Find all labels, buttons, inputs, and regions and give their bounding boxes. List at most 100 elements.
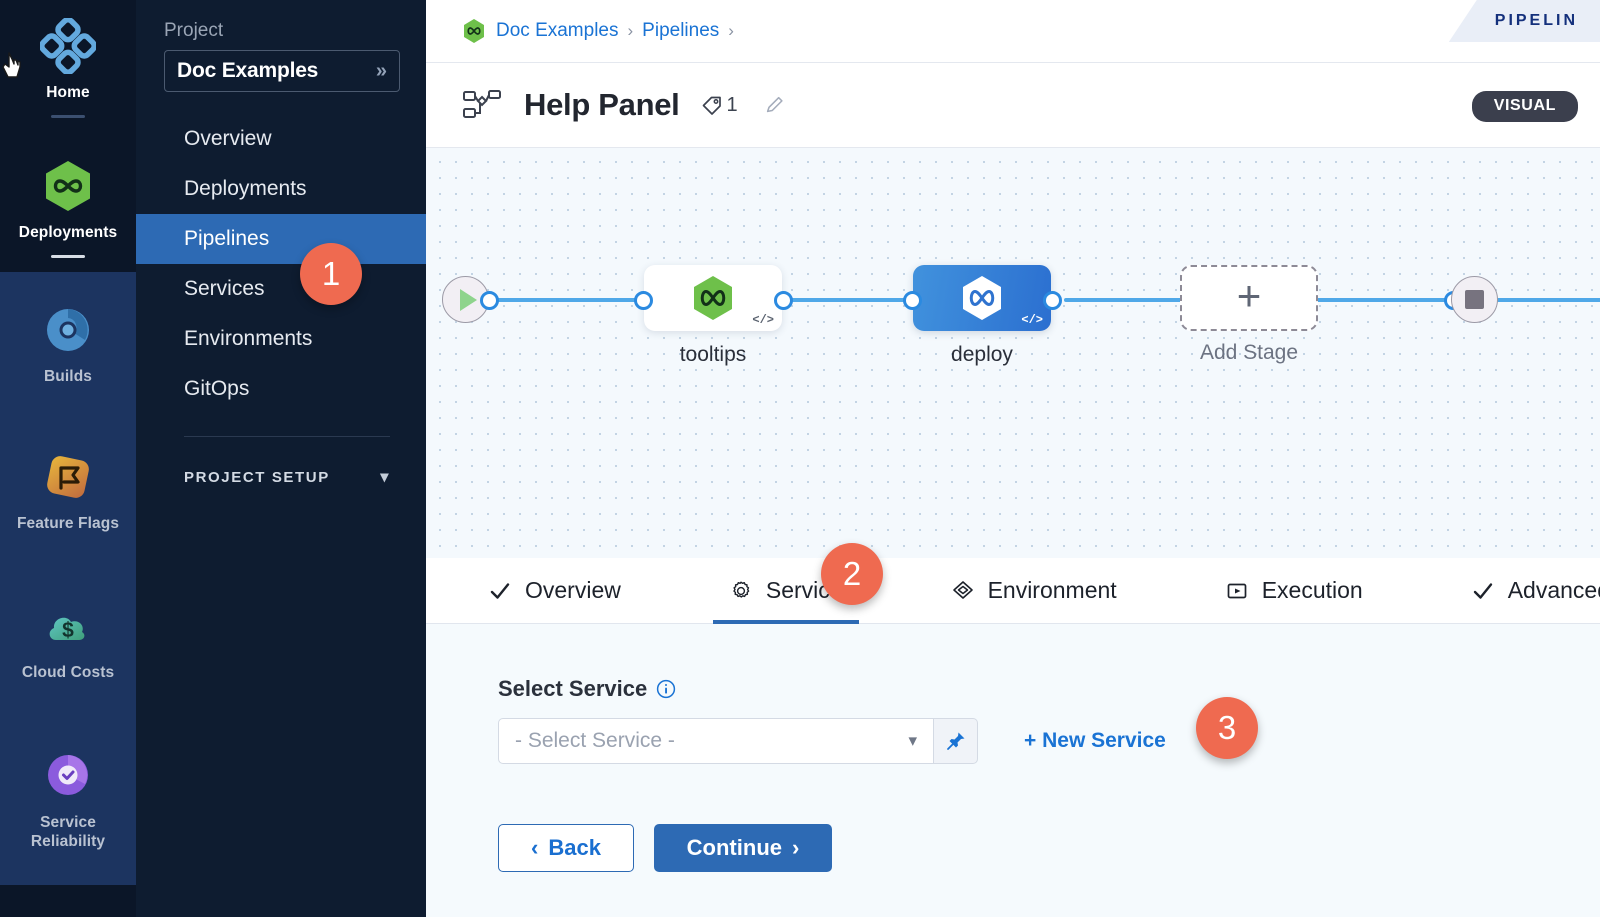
stage-label-deploy: deploy — [951, 343, 1013, 366]
callout-badge-3: 3 — [1196, 697, 1258, 759]
layers-diamond-icon — [952, 580, 973, 599]
stage-node-deploy[interactable]: </> — [913, 265, 1051, 331]
port-tooltips-in[interactable] — [634, 291, 653, 310]
cloud-costs-icon: $ — [49, 617, 85, 642]
mode-badge-visual[interactable]: VISUAL — [1471, 91, 1578, 122]
select-service-row: - Select Service - ▾ + New Service — [498, 718, 1600, 764]
breadcrumb-item-pipelines[interactable]: Pipelines — [642, 20, 720, 41]
sidebar-project-setup[interactable]: PROJECT SETUP ▾ — [136, 467, 426, 487]
rail-item-label: Feature Flags — [16, 514, 120, 532]
add-stage-label: Add Stage — [1199, 341, 1299, 364]
rail-item-label: Service Reliability — [30, 813, 106, 850]
pipeline-canvas[interactable]: </> tooltips </> deploy + Add Stage — [426, 148, 1600, 558]
edge-start-to-tooltips — [484, 298, 680, 302]
stage-tabs: Overview Service Environment — [426, 558, 1600, 624]
rail-item-home[interactable]: Home — [0, 0, 136, 132]
tab-label: Execution — [1261, 577, 1363, 603]
sidebar-item-label: Pipelines — [184, 227, 270, 250]
pin-runtime-input-button[interactable] — [934, 718, 978, 764]
sidebar-item-deployments[interactable]: Deployments — [136, 164, 426, 214]
rail-item-label: Home — [46, 84, 90, 101]
callout-badge-1: 1 — [300, 243, 362, 305]
feature-flags-icon — [47, 455, 89, 498]
service-reliability-icon — [48, 754, 88, 795]
module-rail: Home Deployments Builds — [0, 0, 136, 917]
rail-item-service-reliability[interactable]: Service Reliability — [0, 712, 136, 886]
tab-environment[interactable]: Environment — [935, 558, 1133, 623]
sidebar-item-environments[interactable]: Environments — [136, 314, 426, 364]
sidebar-item-label: GitOps — [184, 377, 250, 400]
sidebar-divider — [184, 436, 390, 437]
gear-icon — [733, 581, 750, 598]
harness-project-icon — [464, 19, 484, 43]
select-service-dropdown[interactable]: - Select Service - ▾ — [498, 718, 934, 764]
chevron-left-icon: ‹ — [531, 835, 539, 860]
pipeline-ribbon-label: PIPELIN — [1494, 12, 1578, 29]
play-icon — [459, 288, 477, 311]
stop-icon — [1465, 290, 1484, 309]
chevron-down-icon: ▾ — [908, 731, 917, 750]
sidebar-item-gitops[interactable]: GitOps — [136, 364, 426, 414]
chevron-down-icon: ▾ — [380, 469, 390, 486]
page-header: Help Panel 1 VISUAL — [426, 63, 1600, 148]
end-node[interactable] — [1451, 276, 1498, 323]
sidebar-item-services[interactable]: Services — [136, 264, 426, 314]
add-stage-button[interactable]: + — [1180, 265, 1318, 331]
breadcrumb-separator: › — [627, 21, 634, 40]
select-service-label: Select Service — [498, 676, 648, 701]
tab-execution[interactable]: Execution — [1209, 558, 1379, 623]
check-icon — [490, 582, 510, 599]
deployments-infinity-icon — [46, 160, 90, 211]
select-service-label-row: Select Service — [498, 676, 1600, 702]
breadcrumb-separator: › — [728, 21, 734, 40]
rail-item-feature-flags[interactable]: Feature Flags — [0, 414, 136, 564]
info-icon[interactable] — [656, 679, 676, 699]
new-service-link[interactable]: + New Service — [1024, 729, 1166, 752]
sidebar-project-setup-label: PROJECT SETUP — [184, 468, 330, 486]
project-sidebar: Project Doc Examples » Overview Deployme… — [136, 0, 426, 917]
tag-badge[interactable]: 1 — [700, 93, 738, 117]
rail-active-underline — [51, 254, 85, 258]
tab-label: Overview — [525, 577, 621, 603]
port-tooltips-out[interactable] — [774, 291, 793, 310]
tab-label: Advanced — [1507, 577, 1600, 603]
project-section-label: Project — [164, 20, 224, 41]
tab-label: Environment — [987, 577, 1117, 603]
pipeline-ribbon: PIPELIN — [1448, 0, 1600, 42]
breadcrumb-item-doc-examples[interactable]: Doc Examples — [496, 20, 619, 41]
rail-item-cloud-costs[interactable]: $ Cloud Costs — [0, 563, 136, 713]
project-selector[interactable]: Doc Examples » — [164, 50, 400, 92]
select-service-value: - Select Service - — [515, 729, 675, 752]
project-selector-name: Doc Examples — [177, 59, 319, 82]
tab-advanced[interactable]: Advanced — [1455, 558, 1600, 623]
sidebar-item-label: Deployments — [184, 177, 307, 200]
rail-active-underline — [51, 114, 85, 118]
continue-button-label: Continue — [686, 835, 782, 860]
stage-node-tooltips[interactable]: </> — [644, 265, 782, 331]
sidebar-item-pipelines[interactable]: Pipelines — [136, 214, 426, 264]
rail-item-deployments[interactable]: Deployments — [0, 132, 136, 272]
service-form-panel: Select Service - Select Service - ▾ — [426, 624, 1600, 917]
start-node[interactable] — [442, 276, 489, 323]
check-icon — [1473, 582, 1492, 599]
harness-hexagon-green-icon — [694, 276, 732, 320]
port-deploy-in[interactable] — [903, 291, 922, 310]
builds-icon — [47, 308, 89, 351]
sidebar-item-overview[interactable]: Overview — [136, 114, 426, 164]
port-start-out[interactable] — [480, 291, 499, 310]
sidebar-item-label: Services — [184, 277, 265, 300]
rail-item-label: Builds — [44, 367, 92, 385]
harness-hexagon-white-icon — [963, 276, 1001, 320]
rail-item-label: Deployments — [18, 223, 118, 241]
callout-badge-2: 2 — [821, 543, 883, 605]
svg-text:$: $ — [62, 619, 74, 642]
plus-icon: + — [1236, 272, 1262, 319]
port-deploy-out[interactable] — [1043, 291, 1062, 310]
pencil-icon[interactable] — [764, 93, 786, 117]
back-button[interactable]: ‹ Back — [498, 824, 634, 872]
continue-button[interactable]: Continue › — [654, 824, 832, 872]
pin-icon — [946, 732, 964, 750]
pipeline-graph-icon — [463, 90, 501, 118]
rail-item-builds[interactable]: Builds — [0, 271, 136, 415]
tab-overview[interactable]: Overview — [472, 558, 637, 623]
